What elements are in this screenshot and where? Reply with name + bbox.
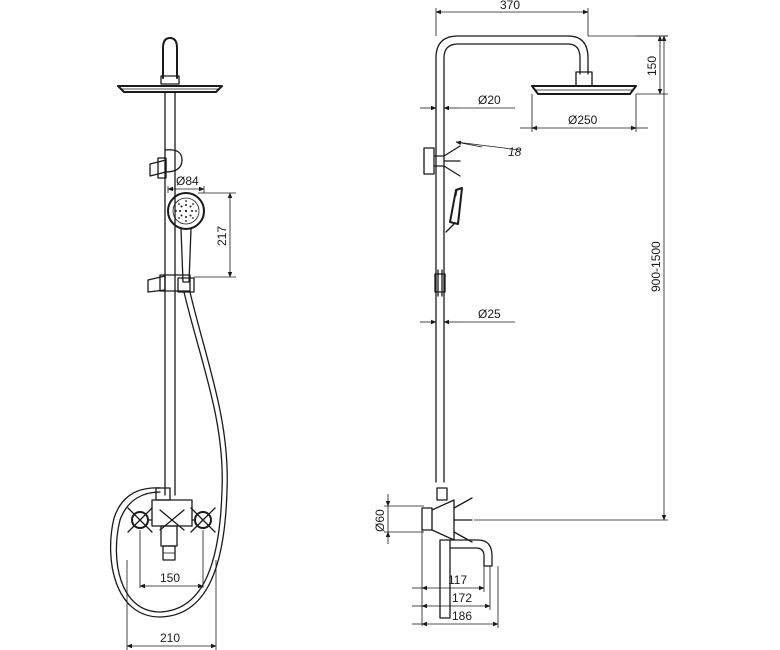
hand-shower-front [167,192,205,293]
mixer-front [127,487,216,561]
mixer-handle-right [190,507,216,533]
shower-hose [109,291,228,618]
dim-label-holder-angle: 18 [508,145,522,159]
dim-spout-172: 172 [412,566,491,610]
dim-pipe-diameter: Ø25 [420,307,515,325]
side-view: 370 150 Ø20 Ø250 18 [373,0,668,628]
rain-shower-head-side [531,85,637,95]
column-front [164,91,176,496]
dim-label-head-diameter: Ø250 [568,113,598,127]
rain-shower-head-front [117,37,223,93]
dim-column-height: 900-1500 [474,35,668,521]
dim-label-spout-117: 117 [448,573,467,587]
dim-label-column-height: 900-1500 [649,241,663,292]
dim-label-spout-172: 172 [452,591,472,605]
dim-knob-diameter: Ø60 [373,494,424,544]
column-clamp-lower [147,274,191,293]
dim-label-head-drop: 150 [645,56,659,76]
dim-mixer-width: 210 [126,560,217,650]
mixer-handle-left [127,507,153,533]
dim-head-diameter: Ø250 [520,94,648,132]
hand-shower-side [445,187,463,233]
dim-label-overall-reach: 370 [500,0,520,12]
overhead-arm [435,35,593,483]
dim-label-spout-186: 186 [452,609,472,623]
dim-holder-angle: 18 [455,140,522,159]
dim-handshower-height: 217 [194,192,236,278]
dim-label-handshower-height: 217 [215,226,229,246]
dim-handshower-diameter: Ø84 [167,174,205,193]
dim-spout-117: 117 [412,530,485,626]
mixer-side [421,487,493,619]
dim-arm-diameter: Ø20 [420,93,515,111]
dim-spout-186: 186 [412,566,499,628]
dim-label-mixer-width: 210 [160,631,180,645]
dim-overall-reach: 370 [435,0,589,36]
column-clamp-side [434,269,446,297]
dim-label-knob-diameter: Ø60 [373,509,387,532]
front-view: Ø84 217 150 210 [109,37,236,650]
nozzle-dots [175,200,197,222]
dim-label-handshower-diameter: Ø84 [176,174,199,188]
dim-label-arm-diameter: Ø20 [478,93,501,107]
diverter-side [423,145,461,177]
dim-label-pipe-diameter: Ø25 [478,307,501,321]
dim-inlet-spacing: 150 [139,530,204,589]
column-clamp-upper [149,149,183,179]
dim-label-inlet-spacing: 150 [160,571,180,585]
